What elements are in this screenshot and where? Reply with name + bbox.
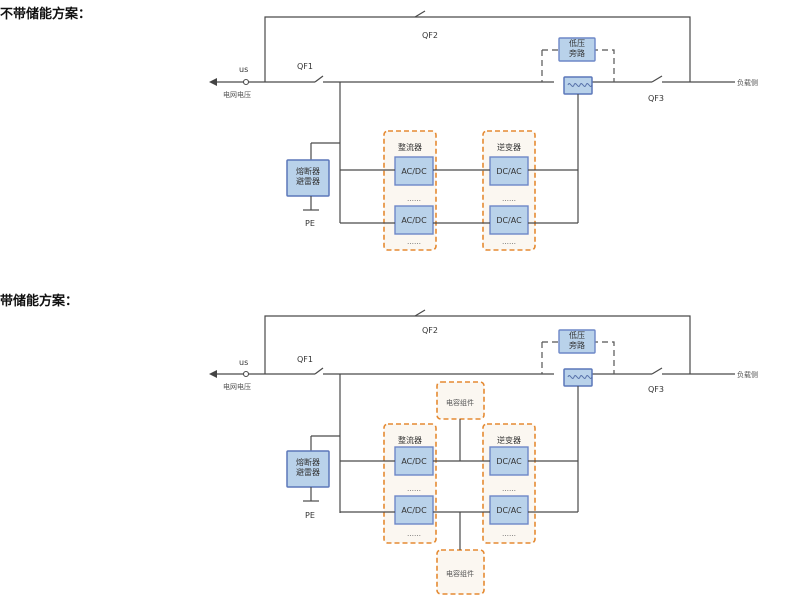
bottom-grid-label: 电网电压 <box>223 382 251 391</box>
top-fuse-box <box>286 159 330 197</box>
bottom-qf3-label: QF3 <box>648 385 664 394</box>
top-dc-ac-label-1: DC/AC <box>496 167 522 176</box>
top-transformer-coil-icon <box>567 83 593 87</box>
bottom-qf2-label: QF2 <box>422 326 438 335</box>
bottom-capacitor-label-top: 电容组件 <box>446 398 474 407</box>
bottom-rectifier-label: 整流器 <box>398 435 422 445</box>
top-qf3-label: QF3 <box>648 94 664 103</box>
top-qf2-label: QF2 <box>422 31 438 40</box>
bottom-transformer-coil-icon <box>567 375 593 379</box>
top-grid-arrow-icon <box>209 78 217 86</box>
bottom-inverter-module-2 <box>489 495 529 525</box>
top-inverter-dots-mid: …… <box>502 195 516 203</box>
bottom-inverter-dots-bottom: …… <box>502 530 516 538</box>
bottom-us-symbol-icon <box>242 370 250 378</box>
top-diagram: QF2 us 电网电压 QF1 QF3 负载侧 低压旁路 <box>209 10 758 251</box>
bottom-rectifier-module-2 <box>394 495 434 525</box>
top-bypass-label: 低压旁路 <box>569 38 585 58</box>
bottom-capacitor-label-bottom: 电容组件 <box>446 569 474 578</box>
bottom-bypass-box <box>558 329 596 354</box>
bottom-dc-ac-label-2: DC/AC <box>496 506 522 515</box>
top-qf1-label: QF1 <box>297 62 313 71</box>
bottom-fuse-box <box>286 450 330 488</box>
bottom-ac-dc-label-1: AC/DC <box>401 457 427 466</box>
top-ac-dc-label-2: AC/DC <box>401 216 427 225</box>
top-inverter-module-1 <box>489 156 529 186</box>
section-title-with-storage: 带储能方案： <box>0 294 79 309</box>
top-bypass-box <box>558 37 596 62</box>
top-qf2-switch-mark <box>414 10 426 18</box>
top-qf2-loop-wire <box>264 16 691 82</box>
bottom-qf1-label: QF1 <box>297 355 313 364</box>
top-fuse-label: 熔断器避雷器 <box>296 166 320 186</box>
top-rectifier-module-2 <box>394 205 434 235</box>
bottom-load-label: 负载侧 <box>737 370 758 379</box>
bottom-pe-label: PE <box>305 511 315 520</box>
top-us-label: us <box>239 65 248 74</box>
bottom-diagram: QF2 us 电网电压 QF1 QF3 负载侧 低压旁路 <box>209 309 758 595</box>
bottom-ac-dc-label-2: AC/DC <box>401 506 427 515</box>
top-grid-label: 电网电压 <box>223 90 251 99</box>
bottom-fuse-label: 熔断器避雷器 <box>296 457 320 477</box>
section-title-no-storage: 不带储能方案： <box>0 7 92 22</box>
bottom-dc-ac-label-1: DC/AC <box>496 457 522 466</box>
top-qf1-switch-mark <box>314 75 324 83</box>
bottom-qf2-loop-wire <box>264 315 691 374</box>
bottom-qf2-switch-mark <box>414 309 426 317</box>
top-inverter-label: 逆变器 <box>497 142 521 152</box>
bottom-grid-arrow-icon <box>209 370 217 378</box>
top-rectifier-dots-mid: …… <box>407 195 421 203</box>
bottom-qf1-switch-mark <box>314 367 324 375</box>
bottom-us-label: us <box>239 358 248 367</box>
top-rectifier-module-1 <box>394 156 434 186</box>
bottom-qf3-switch-mark <box>651 367 663 375</box>
bottom-bypass-label: 低压旁路 <box>569 330 585 350</box>
top-inverter-module-2 <box>489 205 529 235</box>
bottom-rectifier-dots-bottom: …… <box>407 530 421 538</box>
top-us-symbol-icon <box>242 78 250 86</box>
bottom-rectifier-dots-mid: …… <box>407 485 421 493</box>
bottom-inverter-dots-mid: …… <box>502 485 516 493</box>
top-dc-ac-label-2: DC/AC <box>496 216 522 225</box>
top-ac-dc-label-1: AC/DC <box>401 167 427 176</box>
top-inverter-dots-bottom: …… <box>502 238 516 246</box>
top-qf3-switch-mark <box>651 75 663 83</box>
top-load-label: 负载侧 <box>737 78 758 87</box>
top-pe-label: PE <box>305 219 315 228</box>
top-rectifier-dots-bottom: …… <box>407 238 421 246</box>
bottom-inverter-label: 逆变器 <box>497 435 521 445</box>
top-rectifier-label: 整流器 <box>398 142 422 152</box>
